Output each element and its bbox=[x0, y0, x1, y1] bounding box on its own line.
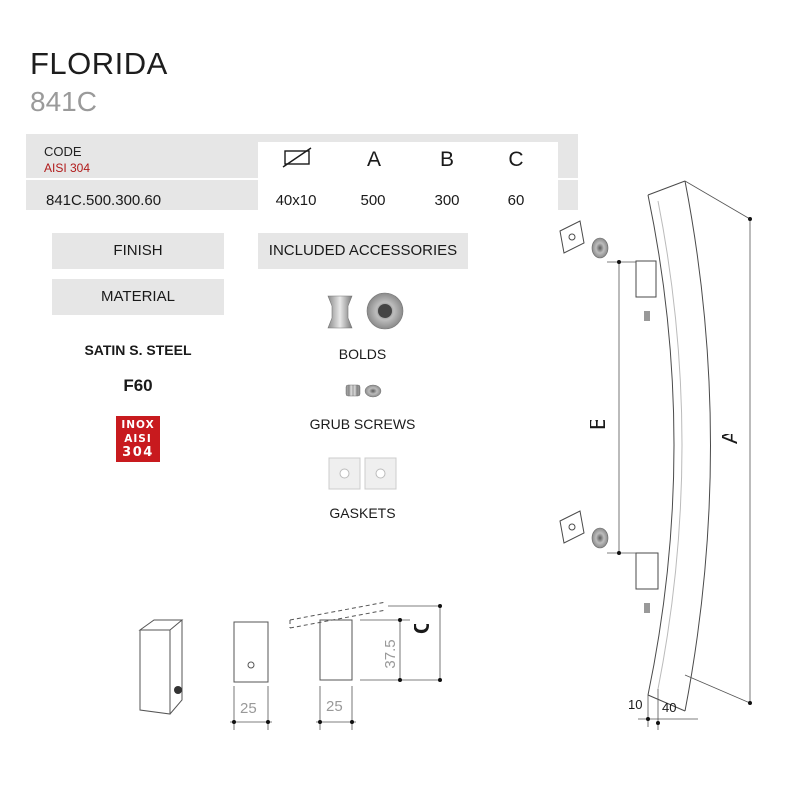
dim-base-1: 25 bbox=[240, 700, 257, 717]
section-icon bbox=[282, 147, 312, 168]
code-header-cell: CODE AISI 304 bbox=[26, 134, 246, 178]
material-value: SATIN S. STEEL bbox=[84, 342, 192, 358]
value-a: 500 bbox=[360, 192, 386, 209]
accessories-title: INCLUDED ACCESSORIES bbox=[258, 233, 468, 269]
value-c: 60 bbox=[507, 192, 525, 209]
gaskets-label: GASKETS bbox=[329, 505, 396, 521]
column-a-header: A bbox=[366, 148, 381, 171]
grub-screws-label: GRUB SCREWS bbox=[309, 416, 416, 432]
column-b-header: B bbox=[439, 148, 454, 171]
inox-aisi-304-badge: INOX AISI 304 bbox=[116, 416, 160, 462]
svg-text:C: C bbox=[414, 624, 434, 634]
value-b: 300 bbox=[434, 192, 460, 209]
product-code-subtitle: 841C bbox=[30, 86, 97, 117]
code-value: 841C.500.300.60 bbox=[46, 192, 162, 209]
material-code: AISI 304 bbox=[44, 161, 91, 175]
label-a: A bbox=[722, 434, 742, 444]
dim-height: 37.5 bbox=[382, 639, 399, 668]
bolt-icon bbox=[327, 292, 404, 330]
section-value: 40x10 bbox=[275, 192, 317, 209]
detail-drawings bbox=[138, 601, 442, 730]
badge-line1: INOX bbox=[121, 419, 155, 431]
finish-value: F60 bbox=[123, 376, 153, 395]
finish-label: FINISH bbox=[52, 233, 224, 269]
handle-drawing bbox=[559, 180, 752, 730]
gasket-icon bbox=[328, 457, 397, 490]
column-c-header: C bbox=[508, 148, 524, 171]
svg-text:A: A bbox=[722, 434, 742, 444]
material-label: MATERIAL bbox=[52, 279, 224, 315]
dim-width: 40 bbox=[662, 700, 677, 715]
dimension-header-panel bbox=[258, 142, 558, 210]
svg-text:B: B bbox=[590, 420, 610, 430]
grub-screw-icon bbox=[345, 384, 382, 398]
badge-line3: 304 bbox=[122, 445, 154, 460]
badge-line2: AISI bbox=[124, 433, 152, 445]
bolds-label: BOLDS bbox=[338, 346, 387, 362]
spec-table: CODE AISI 304 A B C 841C.500.300.60 40x1… bbox=[26, 134, 578, 210]
dim-thickness: 10 bbox=[628, 697, 643, 712]
label-c: C bbox=[414, 624, 434, 634]
dim-base-2: 25 bbox=[326, 698, 343, 715]
label-b: B bbox=[590, 420, 610, 430]
code-label: CODE bbox=[44, 144, 82, 159]
product-title: FLORIDA bbox=[30, 46, 168, 81]
row-divider bbox=[26, 178, 578, 180]
svg-text:37.5: 37.5 bbox=[382, 639, 399, 668]
